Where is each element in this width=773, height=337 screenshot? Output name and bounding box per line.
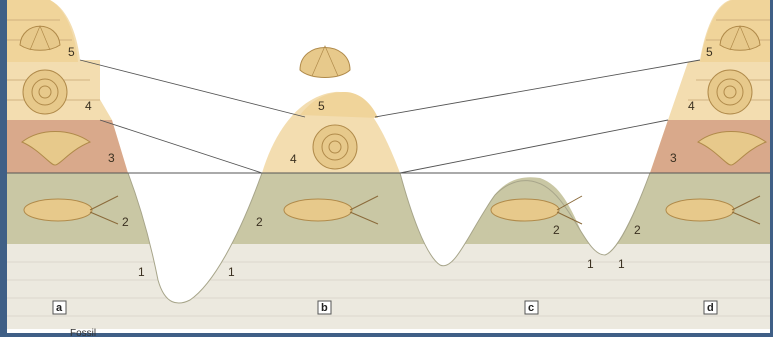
layer-number: 2 bbox=[122, 215, 129, 229]
layer-number: 1 bbox=[138, 265, 145, 279]
layer-number: 3 bbox=[108, 151, 115, 165]
caption: Fossil bbox=[70, 328, 96, 337]
layer-number: 4 bbox=[85, 99, 92, 113]
layer-number: 2 bbox=[634, 223, 641, 237]
svg-text:b: b bbox=[321, 302, 328, 314]
svg-text:a: a bbox=[56, 302, 63, 314]
layer-number: 2 bbox=[256, 215, 263, 229]
layer-number: 4 bbox=[688, 99, 695, 113]
svg-text:d: d bbox=[707, 302, 714, 314]
ammonite-fossil-icon bbox=[708, 70, 752, 114]
layer-number: 5 bbox=[318, 99, 325, 113]
layer-number: 5 bbox=[706, 45, 713, 59]
layer-number: 1 bbox=[587, 257, 594, 271]
layer-number: 1 bbox=[228, 265, 235, 279]
layer-2-band bbox=[7, 173, 770, 244]
panel-label-c: c bbox=[525, 301, 538, 314]
layer-number: 2 bbox=[553, 223, 560, 237]
panel-label-a: a bbox=[53, 301, 66, 314]
svg-text:c: c bbox=[528, 302, 534, 314]
layer-number: 5 bbox=[68, 45, 75, 59]
panel-label-b: b bbox=[318, 301, 331, 314]
panel-label-d: d bbox=[704, 301, 717, 314]
layer-number: 3 bbox=[670, 151, 677, 165]
layer-number: 4 bbox=[290, 152, 297, 166]
ammonite-fossil-icon bbox=[23, 70, 67, 114]
layer-number: 1 bbox=[618, 257, 625, 271]
ammonite-fossil-icon bbox=[313, 125, 357, 169]
